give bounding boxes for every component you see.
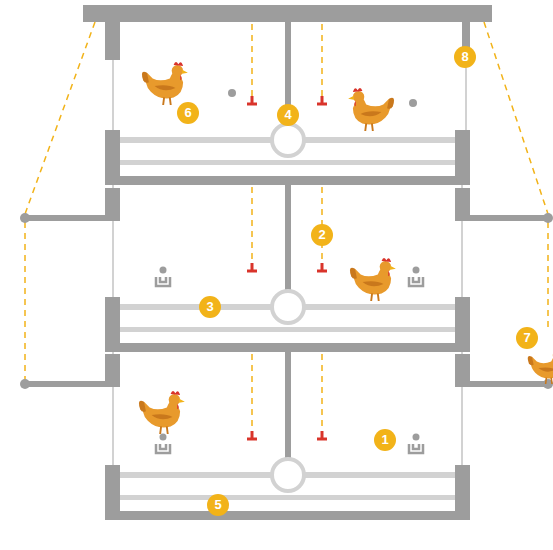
dashed-line <box>484 22 548 214</box>
drinker-nipple <box>247 438 257 441</box>
hen <box>139 391 185 434</box>
drinker-nipple <box>247 270 257 273</box>
drinker-line <box>321 24 323 96</box>
feed-pipe <box>272 124 304 156</box>
feed-pipe <box>272 291 304 323</box>
dashed-line <box>547 222 549 330</box>
manure-belt <box>120 327 455 332</box>
balcony-arm <box>25 215 110 221</box>
callout-number: 3 <box>199 296 221 318</box>
dashed-line <box>25 22 95 214</box>
tier-wall <box>105 354 120 387</box>
feeder-dot <box>413 267 420 274</box>
post <box>105 22 120 60</box>
drinker-nipple <box>317 438 327 441</box>
balcony-end <box>20 213 30 223</box>
callout-number: 5 <box>207 494 229 516</box>
tier-base <box>105 176 470 185</box>
callout-number: 1 <box>374 429 396 451</box>
manure-belt <box>120 160 455 165</box>
drinker-nipple <box>317 103 327 106</box>
manure-belt <box>120 495 455 500</box>
callout-number: 6 <box>177 102 199 124</box>
balcony-arm <box>462 381 548 387</box>
feeder-dot <box>413 434 420 441</box>
tier-base <box>105 343 470 352</box>
tier-wall <box>455 188 470 221</box>
tier-wall <box>105 188 120 221</box>
feeder-dot <box>160 434 167 441</box>
perch <box>409 99 417 107</box>
feed-pipe <box>272 459 304 491</box>
hen <box>142 62 188 105</box>
balcony-end <box>20 379 30 389</box>
feeder <box>156 277 170 286</box>
callout-number: 7 <box>516 327 538 349</box>
feeder-dot <box>160 267 167 274</box>
balcony-arm <box>25 381 110 387</box>
callout-number: 2 <box>311 224 333 246</box>
hen <box>350 258 396 301</box>
tier-base <box>105 511 470 520</box>
centre-post <box>285 185 291 290</box>
drinker-line <box>251 187 253 263</box>
callout-number: 4 <box>277 104 299 126</box>
hen <box>348 88 394 131</box>
drinker-line <box>321 354 323 431</box>
tier-wall <box>455 354 470 387</box>
centre-post <box>285 352 291 458</box>
feeder <box>156 444 170 453</box>
enclosure-line <box>112 60 114 130</box>
feeder <box>409 277 423 286</box>
drinker-line <box>251 354 253 431</box>
dashed-line <box>24 222 26 380</box>
balcony-arm <box>462 215 548 221</box>
roof-beam <box>83 5 492 22</box>
balcony-end <box>543 213 553 223</box>
drinker-nipple <box>247 103 257 106</box>
callout-number: 8 <box>454 46 476 68</box>
drinker-line <box>251 24 253 96</box>
hen <box>528 348 553 384</box>
feeder <box>409 444 423 453</box>
drinker-nipple <box>317 270 327 273</box>
perch <box>228 89 236 97</box>
